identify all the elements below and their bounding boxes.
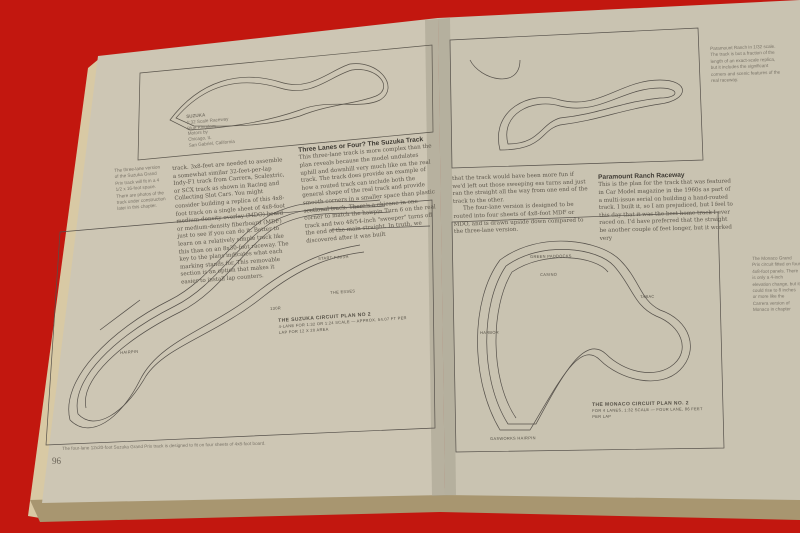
right-continued-column: that the track would have been more fun … bbox=[452, 171, 590, 236]
monaco-circuit-plan bbox=[451, 211, 725, 453]
suzuka-circuit-plan bbox=[45, 199, 436, 446]
monaco-plan-caption: THE MONACO CIRCUIT PLAN NO. 2 FOR 4 LANE… bbox=[592, 400, 712, 419]
plan-label: HARBOR bbox=[480, 329, 500, 335]
paramount-section-text: This is the plan for the track that was … bbox=[598, 178, 733, 242]
left-body-text: track. 3x8-feet are needed to assemble a… bbox=[172, 157, 289, 286]
plan-label: GASWORKS HAIRPIN bbox=[490, 435, 536, 441]
suzuka-section: Three Lanes or Four? The Suzuka Track Th… bbox=[298, 135, 440, 246]
paramount-side-caption: Paramount Ranch in 1/32 scale. The track… bbox=[710, 43, 781, 84]
suzuka-section-text: This three-lane track is more complex th… bbox=[298, 143, 437, 245]
right-page bbox=[438, 0, 800, 500]
suzuka-small-map bbox=[137, 44, 434, 161]
suzuka-side-caption: The three-lane version of the Suzuka Gra… bbox=[114, 164, 166, 212]
right-continued-text: that the track would have been more fun … bbox=[452, 171, 588, 205]
page-number: 96 bbox=[52, 456, 61, 466]
monaco-plan-subtitle: FOR 4 LANES, 1:32 SCALE — FOUR LANE, 86 … bbox=[592, 406, 703, 419]
gutter-shadow bbox=[425, 18, 456, 496]
plan-label: 130R bbox=[270, 305, 282, 311]
plan-label: GREEN PADDOCKS bbox=[530, 253, 572, 259]
plan-label: CASINO bbox=[540, 271, 558, 277]
suzuka-map-legend: SUZUKA 1:32 Scale Raceway Blue Kingdom M… bbox=[186, 108, 259, 149]
book-page-edges bbox=[28, 58, 100, 520]
paramount-ranch-map bbox=[449, 27, 704, 169]
monaco-side-caption: The Monaco Grand Prix circuit fitted on … bbox=[752, 255, 800, 313]
paramount-section: Paramount Ranch Raceway This is the plan… bbox=[598, 170, 736, 243]
plan-label: TABAC bbox=[640, 293, 655, 299]
right-continued-text-2: The four-lane version is designed to be … bbox=[453, 202, 584, 236]
